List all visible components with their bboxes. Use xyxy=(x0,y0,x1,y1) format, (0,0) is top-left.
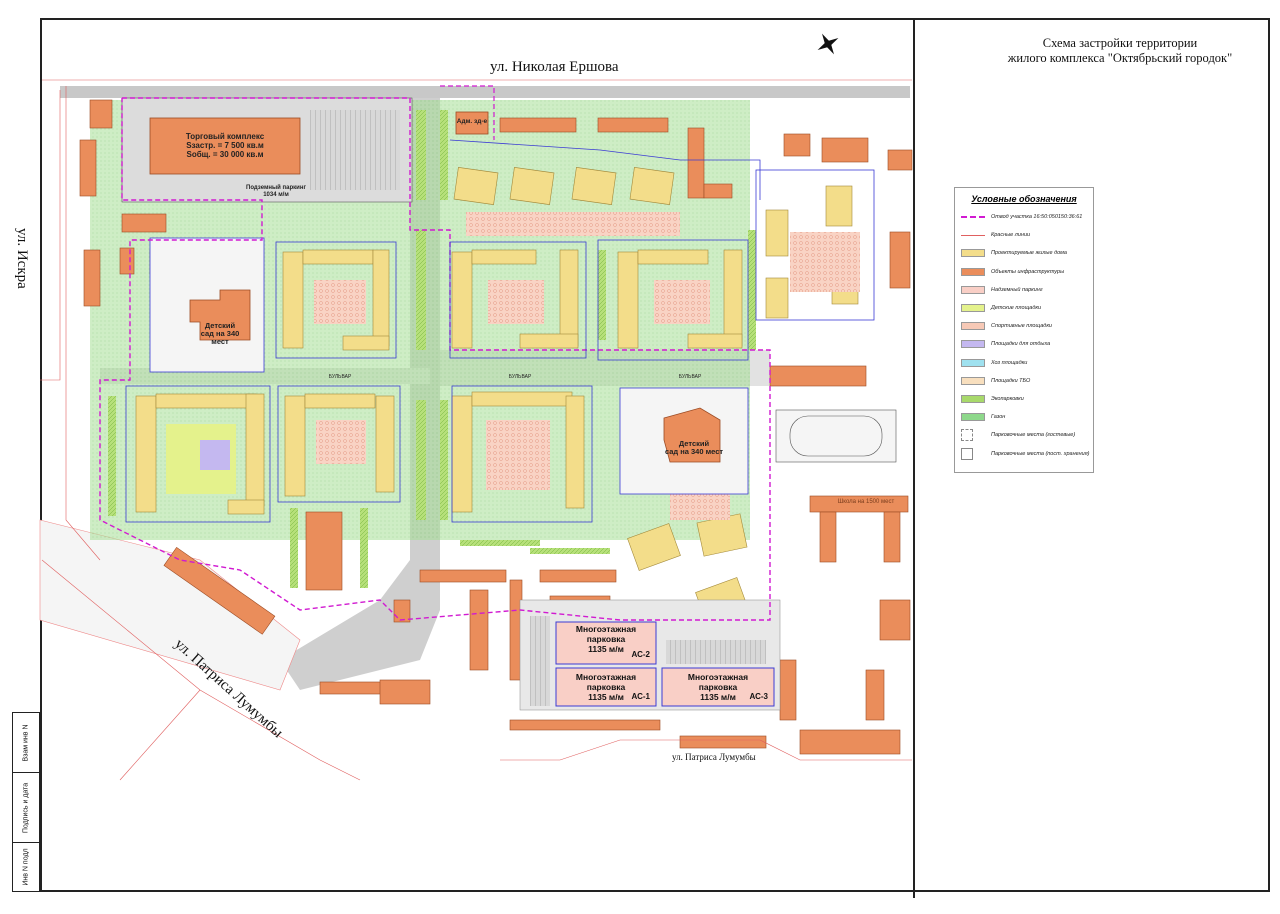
underground-parking-label: Подземный паркинг 1034 м/м xyxy=(246,185,306,198)
boulevard-label-2: БУЛЬВАР xyxy=(508,374,532,380)
existing-buildings xyxy=(79,99,913,755)
legend-item: Отвод участка 16:50:050150:36:61 xyxy=(955,208,1093,226)
legend-swatch xyxy=(961,249,985,258)
title-block-stamp: Взам инв N Подпись и дата Инв N подл xyxy=(12,712,40,892)
drawing-frame xyxy=(40,18,1270,892)
legend-label: Красные линии xyxy=(991,232,1031,239)
garage-label-ac1: Многоэтажная парковка 1135 м/м АС-1 xyxy=(575,672,650,702)
legend-label: Надземный паркинг xyxy=(991,286,1043,293)
legend-item: Детские площадки xyxy=(955,299,1093,317)
legend-label: Детские площадки xyxy=(991,305,1042,312)
legend-item: Площадки ТБО xyxy=(955,372,1093,390)
legend-swatch xyxy=(961,234,985,236)
legend-item: Экопарковки xyxy=(955,390,1093,408)
legend-item: Парковочные места (гостевые) xyxy=(955,426,1093,444)
kindergarten-2-label: Детский сад на 340 мест xyxy=(664,439,724,456)
eco-parking-strips xyxy=(108,110,756,588)
kindergarten-1-label: Детский сад на 340 мест xyxy=(200,321,240,346)
legend-label: Экопарковки xyxy=(991,395,1024,402)
mall-parking-rows xyxy=(310,110,400,190)
legend-swatch xyxy=(961,285,985,294)
legend-item: Площадки для отдыха xyxy=(955,335,1093,353)
stamp-cell: Взам инв N xyxy=(13,713,39,773)
legend-swatch xyxy=(961,358,985,367)
admin-building-label: Адм. зд-е xyxy=(456,118,488,125)
legend-label: Проектируемые жилые дома xyxy=(991,250,1067,257)
legend-item: Парковочные места (пост. хранения) xyxy=(955,444,1093,462)
red-lines xyxy=(40,79,912,781)
legend-label: Объекты инфраструктуры xyxy=(991,268,1065,275)
school xyxy=(775,409,909,563)
courtyards xyxy=(166,212,860,520)
legend-item: Надземный паркинг xyxy=(955,281,1093,299)
legend-label: Хоз площадки xyxy=(991,359,1028,366)
residential-buildings xyxy=(135,167,859,625)
boulevard-label-3: БУЛЬВАР xyxy=(678,374,702,380)
legend-item: Хоз площадки xyxy=(955,354,1093,372)
legend-label: Парковочные места (гостевые) xyxy=(991,432,1076,439)
legend-swatch xyxy=(961,394,985,403)
legend-item: Объекты инфраструктуры xyxy=(955,263,1093,281)
street-label-north: ул. Николая Ершова xyxy=(490,59,619,75)
legend-swatch xyxy=(961,340,985,349)
garage-buildings xyxy=(519,599,781,711)
drawing-title: Схема застройки территории жилого компле… xyxy=(1007,36,1233,65)
frame-divider xyxy=(913,18,915,898)
mall-building xyxy=(149,117,301,175)
legend-label: Парковочные места (пост. хранения) xyxy=(991,450,1090,457)
garage-label-ac3: Многоэтажная парковка 1135 м/м АС-3 xyxy=(687,672,768,702)
legend-swatch xyxy=(961,447,973,460)
street-label-south: ул. Патриса Лумумбы xyxy=(672,752,756,762)
legend-swatch xyxy=(961,376,985,385)
north-arrow-icon xyxy=(817,33,839,55)
street-label-west: ул. Искра xyxy=(14,228,30,289)
legend-swatch xyxy=(961,413,985,422)
site-plan-map xyxy=(39,33,913,781)
legend-item: Проектируемые жилые дома xyxy=(955,244,1093,262)
legend-label: Отвод участка 16:50:050150:36:61 xyxy=(991,214,1083,221)
legend-item: Газон xyxy=(955,408,1093,426)
legend-swatch xyxy=(961,322,985,331)
legend-swatch xyxy=(961,267,985,276)
mall-label: Торговый комплекс Sзастр. = 7 500 кв.м S… xyxy=(185,132,265,159)
legend-title: Условные обозначения xyxy=(971,194,1077,204)
block-boundaries xyxy=(125,139,875,523)
legend-swatch xyxy=(961,429,973,442)
legend-label: Газон xyxy=(991,414,1006,421)
boulevard-label-1: БУЛЬВАР xyxy=(328,374,352,380)
legend-swatch xyxy=(961,304,985,313)
legend-label: Спортивные площадки xyxy=(991,323,1052,330)
legend-item: Красные линии xyxy=(955,226,1093,244)
admin-building xyxy=(455,111,489,135)
legend-item: Спортивные площадки xyxy=(955,317,1093,335)
stamp-cell: Подпись и дата xyxy=(13,773,39,843)
kindergarten-sites xyxy=(149,237,749,495)
legend-label: Площадки ТБО xyxy=(991,377,1031,384)
school-label: Школа на 1500 мест xyxy=(837,499,895,505)
map-legend: Условные обозначения Отвод участка 16:50… xyxy=(954,187,1094,473)
garage-label-ac2: Многоэтажная парковка 1135 м/м АС-2 xyxy=(575,624,650,659)
legend-swatch xyxy=(961,216,985,219)
legend-label: Площадки для отдыха xyxy=(991,341,1051,348)
